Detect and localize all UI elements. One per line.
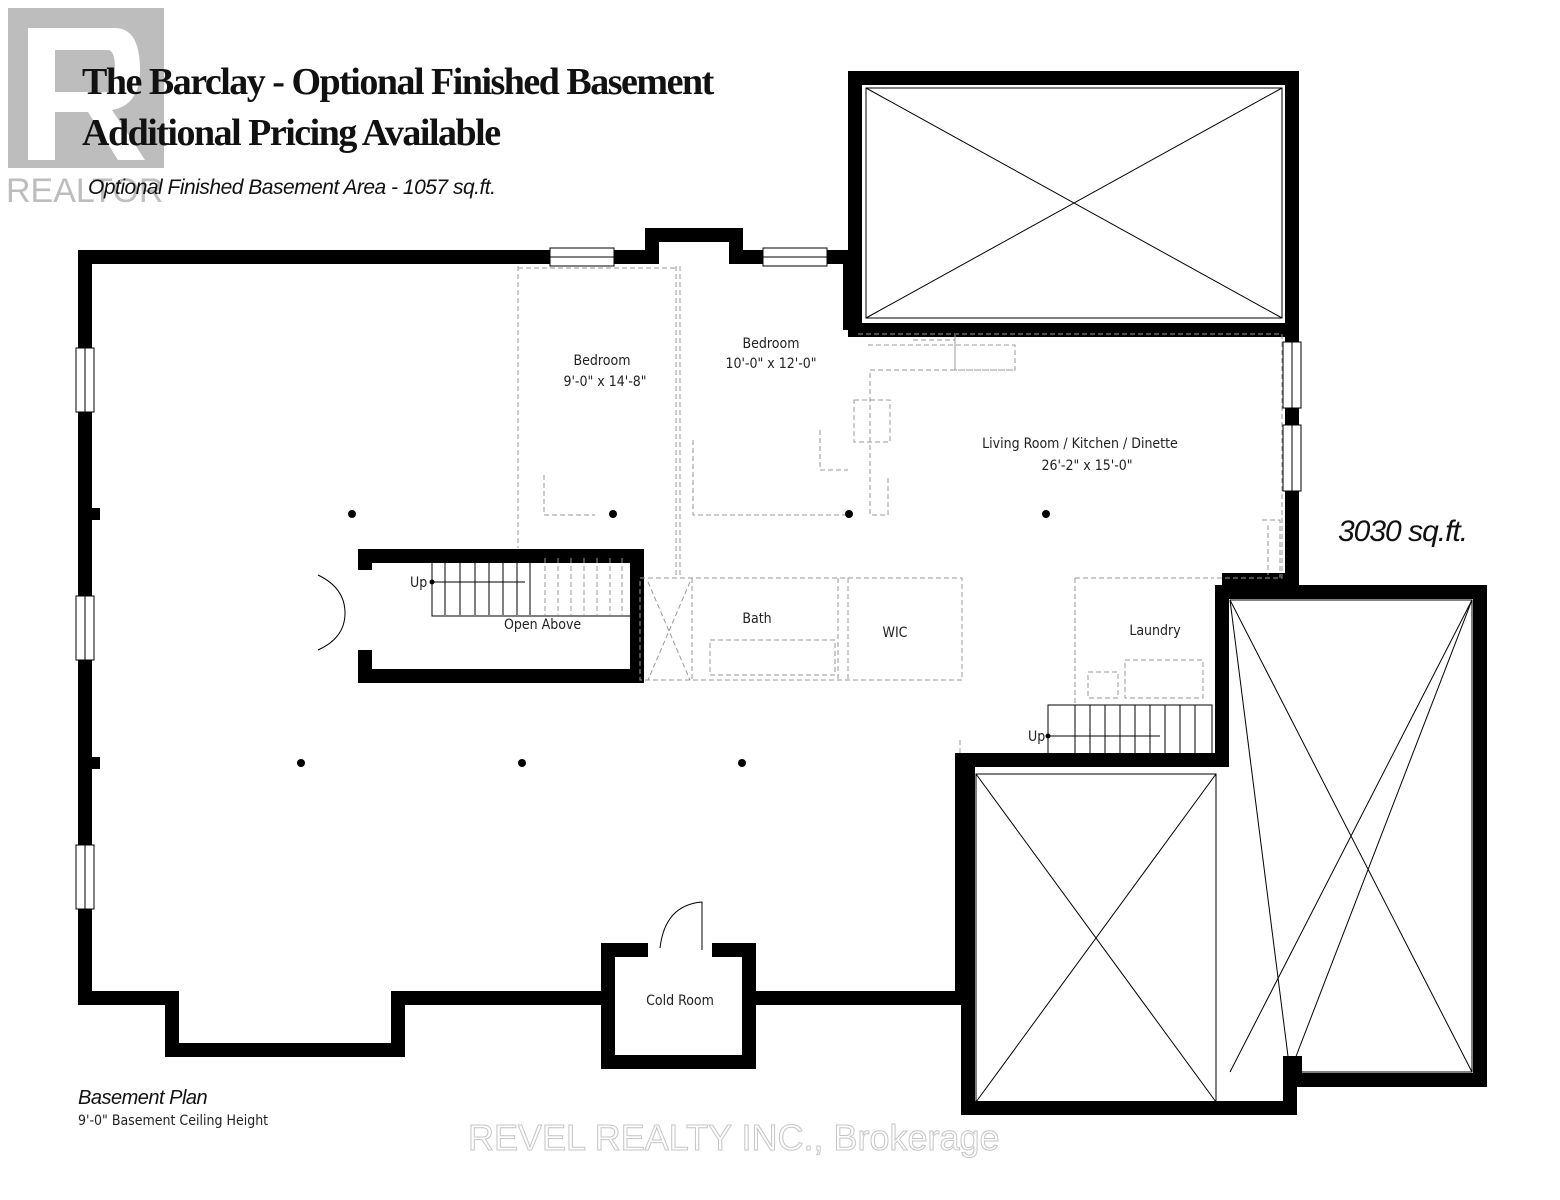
stair-up-label: Up bbox=[410, 575, 427, 591]
finished-area-subtitle: Optional Finished Basement Area - 1057 s… bbox=[88, 176, 495, 199]
bedroom2-size: 10'-0" x 12'-0" bbox=[725, 356, 816, 372]
exterior-wall bbox=[78, 250, 962, 1069]
total-area: 3030 sq.ft. bbox=[1338, 515, 1467, 548]
plan-title-line2: Additional Pricing Available bbox=[82, 112, 500, 154]
realtor-logo: REALTOR bbox=[6, 8, 164, 210]
basement-plan-title: Basement Plan bbox=[78, 1087, 208, 1109]
bedroom2-label: Bedroom bbox=[743, 336, 800, 352]
bedroom1-size: 9'-0" x 14'-8" bbox=[563, 374, 646, 390]
plan-title-line1: The Barclay - Optional Finished Basement bbox=[82, 61, 715, 103]
wic-label: WIC bbox=[883, 625, 908, 641]
ceiling-height-note: 9'-0" Basement Ceiling Height bbox=[78, 1113, 268, 1129]
living-room-label: Living Room / Kitchen / Dinette bbox=[982, 436, 1178, 452]
optional-partitions bbox=[517, 266, 1283, 755]
brokerage-watermark: REVEL REALTY INC., Brokerage bbox=[468, 1117, 1000, 1158]
laundry-stairs bbox=[1045, 704, 1213, 761]
realtor-logo-text: REALTOR bbox=[6, 172, 163, 210]
bath-label: Bath bbox=[742, 611, 771, 627]
open-above-label: Open Above bbox=[504, 617, 581, 633]
windows bbox=[75, 247, 1302, 910]
stair-enclosure bbox=[358, 549, 644, 683]
columns bbox=[92, 508, 1050, 769]
stairs bbox=[317, 557, 633, 651]
laundry-stair-up-label: Up bbox=[1028, 729, 1045, 745]
garage-top bbox=[848, 71, 1299, 337]
cold-room-label: Cold Room bbox=[646, 993, 714, 1009]
living-room-size: 26'-2" x 15'-0" bbox=[1041, 458, 1132, 474]
bedroom1-label: Bedroom bbox=[574, 353, 631, 369]
laundry-label: Laundry bbox=[1129, 623, 1181, 639]
